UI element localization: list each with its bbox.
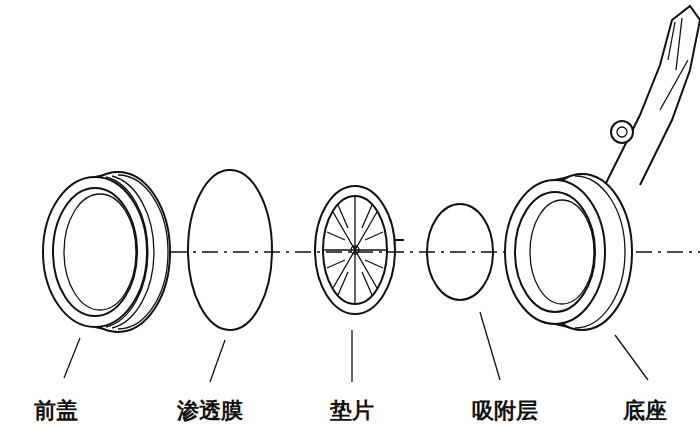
- part-label: 吸附层: [472, 398, 538, 424]
- membrane-figure: [188, 170, 272, 330]
- leader-lines: [64, 312, 648, 382]
- part-label: 渗透膜: [177, 398, 243, 424]
- adsorption-layer-figure: [427, 204, 493, 300]
- gasket-figure: [315, 186, 404, 314]
- part-label: 垫片: [330, 398, 374, 424]
- front-cap-figure: [43, 172, 170, 332]
- part-label: 底座: [623, 398, 667, 424]
- part-label: 前盖: [34, 398, 78, 424]
- base-figure: [505, 6, 700, 330]
